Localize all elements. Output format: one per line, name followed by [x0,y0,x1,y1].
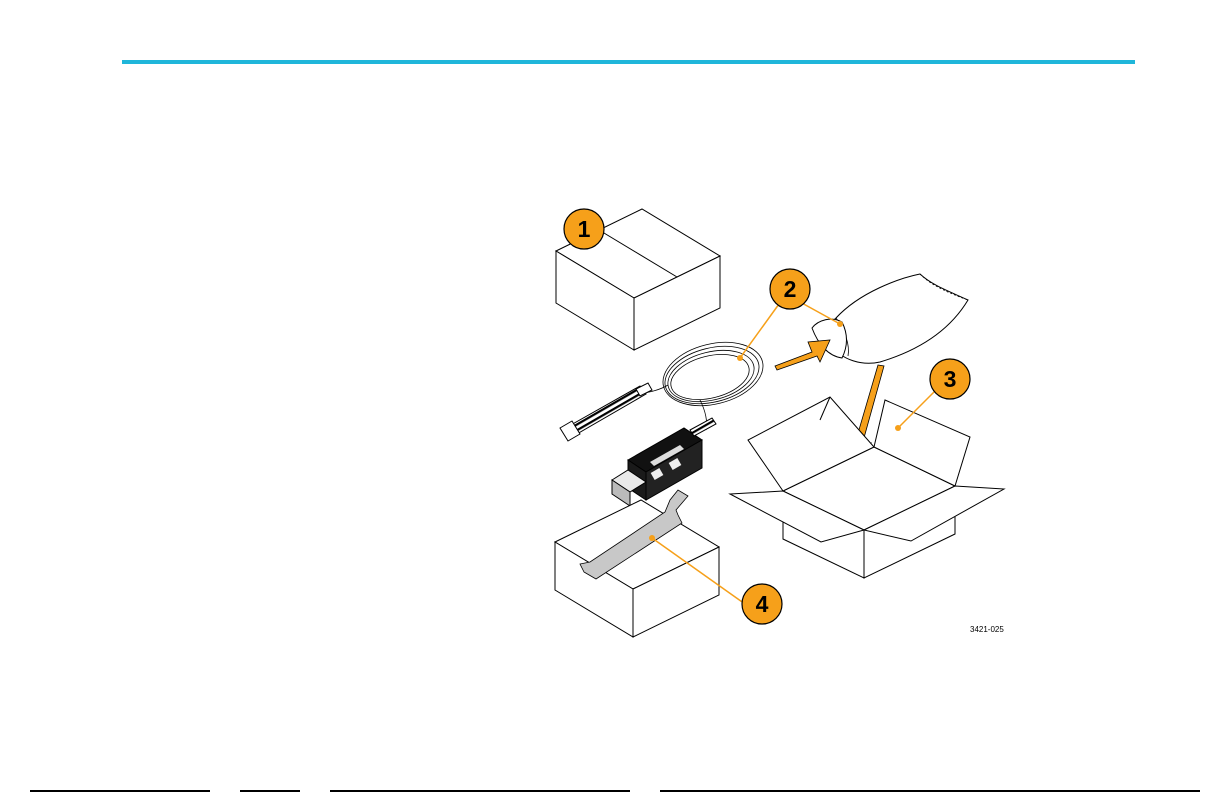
taped-box [555,490,719,637]
callout-3-label: 3 [944,366,957,392]
callout-1-label: 1 [578,216,591,242]
callout-2-label: 2 [784,276,797,302]
figure-id: 3421-025 [970,625,1004,634]
probe-head [560,383,652,441]
probe-cable [640,333,770,430]
probe-compensation-box [612,418,716,506]
callout-3: 3 [930,359,970,399]
callout-4-label: 4 [756,591,769,617]
antistatic-bag [812,274,968,363]
callout-1: 1 [564,209,604,249]
callout-4: 4 [742,584,782,624]
callout-2: 2 [770,269,810,309]
insert-arrow [775,340,830,370]
footer-mark [30,790,210,792]
footer-mark [240,790,300,792]
footer-mark [330,790,630,792]
footer-mark [660,790,1200,792]
